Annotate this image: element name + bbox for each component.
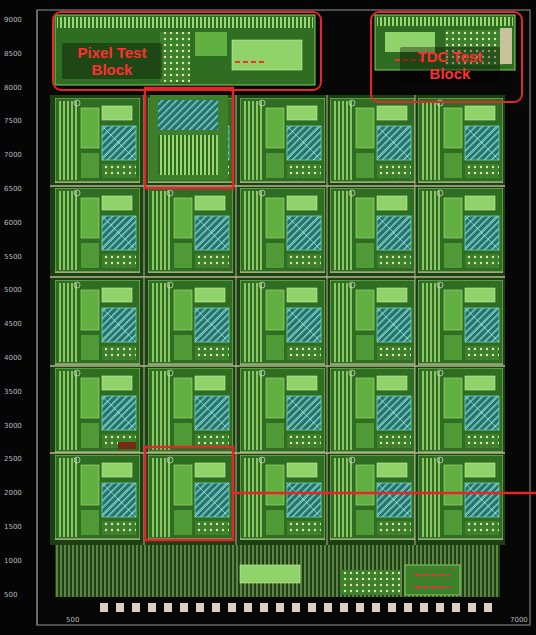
axis-coordinate: 500: [4, 591, 17, 599]
axis-coordinate: 1500: [4, 523, 22, 531]
axis-coordinate: 3000: [4, 422, 22, 430]
periphery-layout: [55, 545, 500, 612]
axis-coordinate: 6000: [4, 219, 22, 227]
axis-coordinate: 3500: [4, 388, 22, 396]
axis-coordinate: 9000: [4, 16, 22, 24]
axis-coordinate: 7500: [4, 117, 22, 125]
block-label: TDC Test Block: [400, 47, 500, 83]
axis-coordinate: 5000: [4, 286, 22, 294]
axis-coordinate: 7000: [510, 616, 528, 624]
axis-coordinate: 1000: [4, 557, 22, 565]
axis-coordinate: 4500: [4, 320, 22, 328]
axis-coordinate: 7000: [4, 151, 22, 159]
axis-coordinate: 2500: [4, 455, 22, 463]
axis-coordinate: 2000: [4, 489, 22, 497]
pixel-array: [50, 95, 505, 545]
highlight-frames: [145, 88, 536, 540]
test-block-frame: Pixel Test Block: [52, 11, 322, 91]
axis-coordinate: 6500: [4, 185, 22, 193]
axis-coordinate: 4000: [4, 354, 22, 362]
block-label: Pixel Test Block: [62, 43, 162, 79]
axis-coordinate: 5500: [4, 253, 22, 261]
test-block-frame: TDC Test Block: [370, 11, 523, 103]
axis-coordinate: 500: [66, 616, 79, 624]
pixel-test-block-layout: [55, 15, 315, 180]
axis-coordinate: 8500: [4, 50, 22, 58]
axis-coordinate: 8000: [4, 84, 22, 92]
